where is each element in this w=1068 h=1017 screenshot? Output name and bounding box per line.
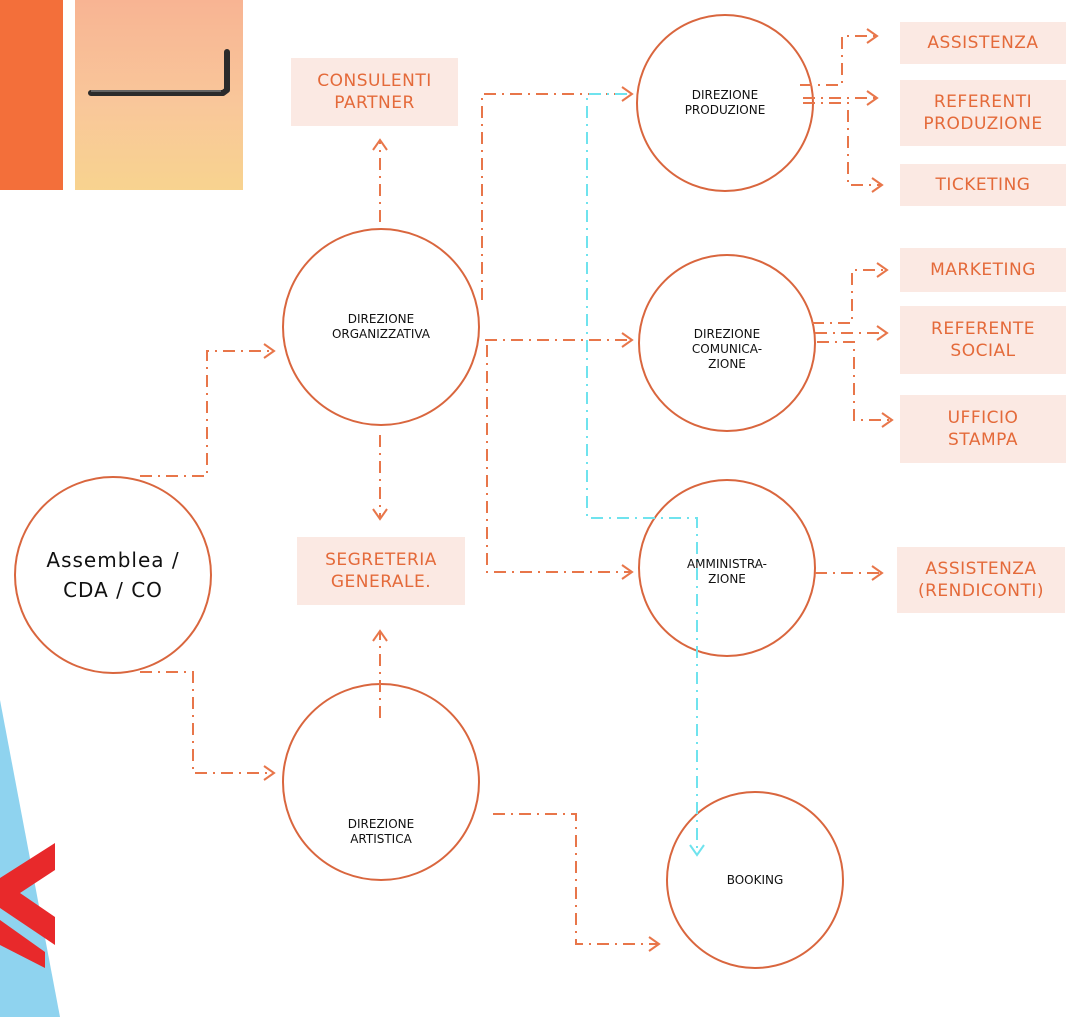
arrowhead — [866, 28, 879, 44]
box-referenti-produzione: REFERENTI PRODUZIONE — [900, 80, 1066, 146]
node-label-comunicazione: DIREZIONE COMUNICA- ZIONE — [691, 327, 763, 371]
node-label-produzione: DIREZIONE PRODUZIONE — [684, 88, 766, 117]
box-segreteria-generale: SEGRETERIA GENERALE. — [297, 537, 465, 605]
node-label-booking: BOOKING — [726, 872, 784, 887]
connector-organizzativa-produzione — [481, 93, 630, 300]
box-assistenza-rendiconti: ASSISTENZA (RENDICONTI) — [897, 547, 1065, 613]
arrowhead — [372, 138, 388, 151]
connector-assemblea-organizzativa — [140, 350, 272, 477]
connector-produzione-assistenza — [800, 35, 875, 86]
arrowhead — [263, 765, 276, 781]
arrowhead — [621, 564, 634, 580]
arrowhead — [876, 325, 889, 341]
node-label-organizzativa: DIREZIONE ORGANIZZATIVA — [331, 312, 431, 341]
node-label-artistica: DIREZIONE ARTISTICA — [347, 817, 415, 846]
arrowhead — [372, 629, 388, 642]
arrowhead — [871, 565, 884, 581]
connector-comunicazione-marketing — [812, 269, 885, 324]
node-label-amministrazione: AMMINISTRA- ZIONE — [686, 557, 768, 586]
arrowhead — [372, 508, 388, 521]
arrowhead — [871, 177, 884, 193]
node-circle-amministrazione — [638, 479, 816, 657]
arrowhead — [621, 332, 634, 348]
arrowhead — [881, 412, 894, 428]
node-circle-comunicazione — [638, 254, 816, 432]
node-circle-assemblea — [14, 476, 212, 674]
connector-produzione-ticketing — [803, 102, 880, 186]
brand-logo-icon — [0, 843, 55, 968]
arrowhead — [263, 343, 276, 359]
arrowhead — [621, 86, 634, 102]
allen-key-icon — [88, 49, 230, 96]
connector-comunicazione-ufficio — [817, 341, 890, 421]
box-ticketing: TICKETING — [900, 164, 1066, 206]
connector-artistica-booking — [493, 813, 657, 945]
arrowhead — [648, 936, 661, 952]
connector-produzione-booking — [586, 93, 698, 850]
box-ufficio-stampa: UFFICIO STAMPA — [900, 395, 1066, 463]
node-circle-organizzativa — [282, 228, 480, 426]
arrowhead — [876, 262, 889, 278]
node-circle-booking — [666, 791, 844, 969]
allen-key-photo — [75, 0, 243, 190]
orange-accent-block — [0, 0, 63, 190]
connector-assemblea-artistica — [140, 671, 272, 774]
box-assistenza: ASSISTENZA — [900, 22, 1066, 64]
node-label-assemblea: Assemblea / CDA / CO — [46, 548, 180, 602]
box-marketing: MARKETING — [900, 248, 1066, 292]
box-consulenti-partner: CONSULENTI PARTNER — [291, 58, 458, 126]
connector-organizzativa-amministrazione — [486, 345, 630, 573]
arrowhead — [866, 90, 879, 106]
arrowhead-cyan — [689, 844, 705, 857]
box-referente-social: REFERENTE SOCIAL — [900, 306, 1066, 374]
